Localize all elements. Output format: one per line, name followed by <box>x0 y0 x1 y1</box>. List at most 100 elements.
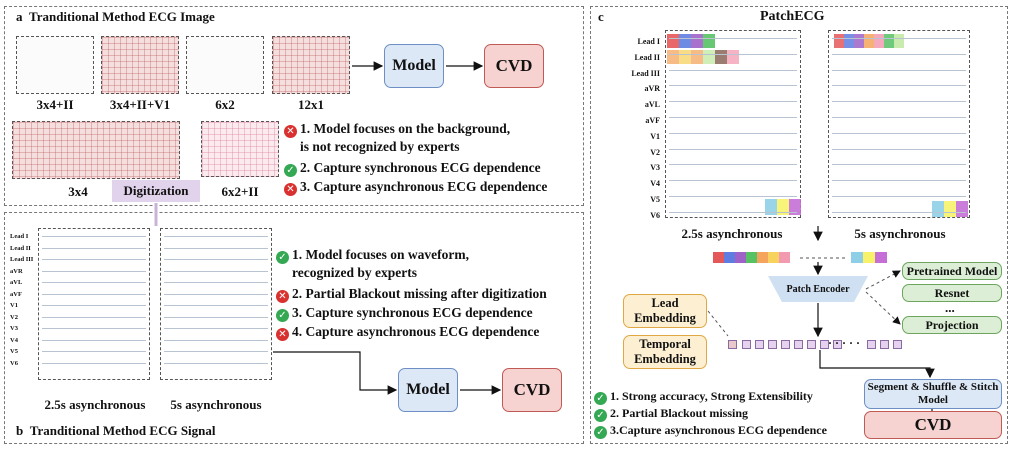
patch <box>932 201 944 217</box>
ecg-trace <box>832 196 966 197</box>
digitization-label: Digitization <box>112 180 200 202</box>
check-icon: ✓ <box>276 251 289 264</box>
patch <box>765 199 777 215</box>
ecg-trace <box>42 270 146 272</box>
ecg-thumb-6x2-ii <box>201 121 279 177</box>
lead-label: V2 <box>10 313 18 321</box>
thumb-label: 3x4+II+V1 <box>109 97 171 112</box>
token-ellipsis: · · · · · <box>828 336 861 350</box>
panel-b-note-4: ✕4. Capture asynchronous ECG dependence <box>276 323 539 341</box>
ecg-trace <box>42 328 146 329</box>
embedding-token <box>768 340 777 349</box>
ecg-trace <box>832 101 966 103</box>
lead-label: V3 <box>650 163 660 173</box>
patch <box>679 50 691 64</box>
embedding-token <box>728 340 737 349</box>
patch-token <box>724 252 735 263</box>
panel-a <box>4 6 584 206</box>
check-icon: ✓ <box>276 309 289 322</box>
patch <box>715 50 727 64</box>
ecg-trace <box>164 316 268 318</box>
ecg-trace <box>669 164 797 166</box>
lead-label: V6 <box>650 210 660 220</box>
panel-a-title: a Tranditional Method ECG Image <box>16 9 215 24</box>
thumb-label: 6x2 <box>215 97 235 112</box>
thumb-label: 3x4+II <box>36 97 74 112</box>
ecg-trace <box>164 270 268 272</box>
panel-c <box>590 6 1008 444</box>
ecg-trace <box>42 351 146 352</box>
ecg-trace <box>832 148 966 150</box>
patch <box>667 34 679 48</box>
embedding-token <box>807 340 816 349</box>
model-box-b: Model <box>398 368 458 412</box>
patch <box>944 201 956 217</box>
lead-label: V4 <box>10 336 18 344</box>
lead-label: V6 <box>10 359 18 367</box>
ecg-thumb-12x1 <box>272 36 350 94</box>
panel-c-note-2: ✓2. Partial Blackout missing <box>594 405 748 422</box>
ecg-trace <box>669 117 797 118</box>
ecg-thumb-3x4-ii-v1 <box>101 36 179 94</box>
ecg-trace <box>164 282 268 283</box>
ecg-signal-2-5s <box>38 228 150 380</box>
embedding-token <box>781 340 790 349</box>
embedding-token <box>867 340 876 349</box>
patch <box>894 34 904 48</box>
panel-c-note-3: ✓3.Capture asynchronous ECG dependence <box>594 422 827 439</box>
patch <box>854 34 864 48</box>
ecg-trace <box>164 259 268 260</box>
ecg-trace <box>42 247 146 249</box>
ecg-trace <box>164 362 268 364</box>
signal-label: 2.5s asynchronous <box>681 226 783 241</box>
ecg-trace <box>669 196 797 197</box>
ecg-trace <box>42 259 146 260</box>
thumb-label: 3x4 <box>68 184 88 199</box>
patch <box>834 34 844 48</box>
lead-label: V4 <box>650 179 660 189</box>
ecg-trace <box>669 85 797 87</box>
lead-label: V5 <box>10 348 18 355</box>
check-icon: ✓ <box>594 392 607 405</box>
cvd-box-a: CVD <box>484 44 544 88</box>
lead-label: aVF <box>645 116 660 125</box>
patch-token <box>713 252 724 263</box>
ecg-trace <box>669 180 797 182</box>
lead-label: aVR <box>10 267 23 275</box>
ecg-trace <box>164 236 268 237</box>
ecg-trace <box>669 132 797 134</box>
backbone-projection: Projection <box>902 316 1002 334</box>
thumb-label: 12x1 <box>298 97 324 112</box>
ecg-trace <box>669 53 797 55</box>
ecg-trace <box>164 247 268 249</box>
thumb-label: 6x2+II <box>221 184 259 199</box>
lead-label: Lead III <box>631 68 660 78</box>
ecg-trace <box>832 180 966 182</box>
ecg-trace <box>42 236 146 237</box>
patch <box>703 50 715 64</box>
backbone-ellipsis: ... <box>945 300 955 315</box>
patch <box>777 199 789 215</box>
lead-label: V2 <box>650 147 660 157</box>
signal-label: 2.5s asynchronous <box>44 397 146 412</box>
model-box-a: Model <box>384 44 444 88</box>
ecg-trace <box>669 69 797 71</box>
ecg-trace <box>164 339 268 341</box>
patch-token <box>768 252 779 263</box>
embedding-token <box>755 340 764 349</box>
patch <box>956 201 968 217</box>
patch-token <box>746 252 757 263</box>
ecg-trace <box>669 101 797 103</box>
patch <box>874 34 884 48</box>
embedding-token <box>833 340 842 349</box>
ecg-thumb-3x4-ii <box>16 36 94 94</box>
patch <box>691 50 703 64</box>
panel-b-letter: b <box>16 423 24 438</box>
ecg-trace <box>832 117 966 118</box>
lead-label: V1 <box>10 302 18 309</box>
patch <box>844 34 854 48</box>
lead-label: aVR <box>644 84 660 94</box>
patch-token <box>735 252 746 263</box>
panel-b-title: b Tranditional Method ECG Signal <box>16 423 216 438</box>
